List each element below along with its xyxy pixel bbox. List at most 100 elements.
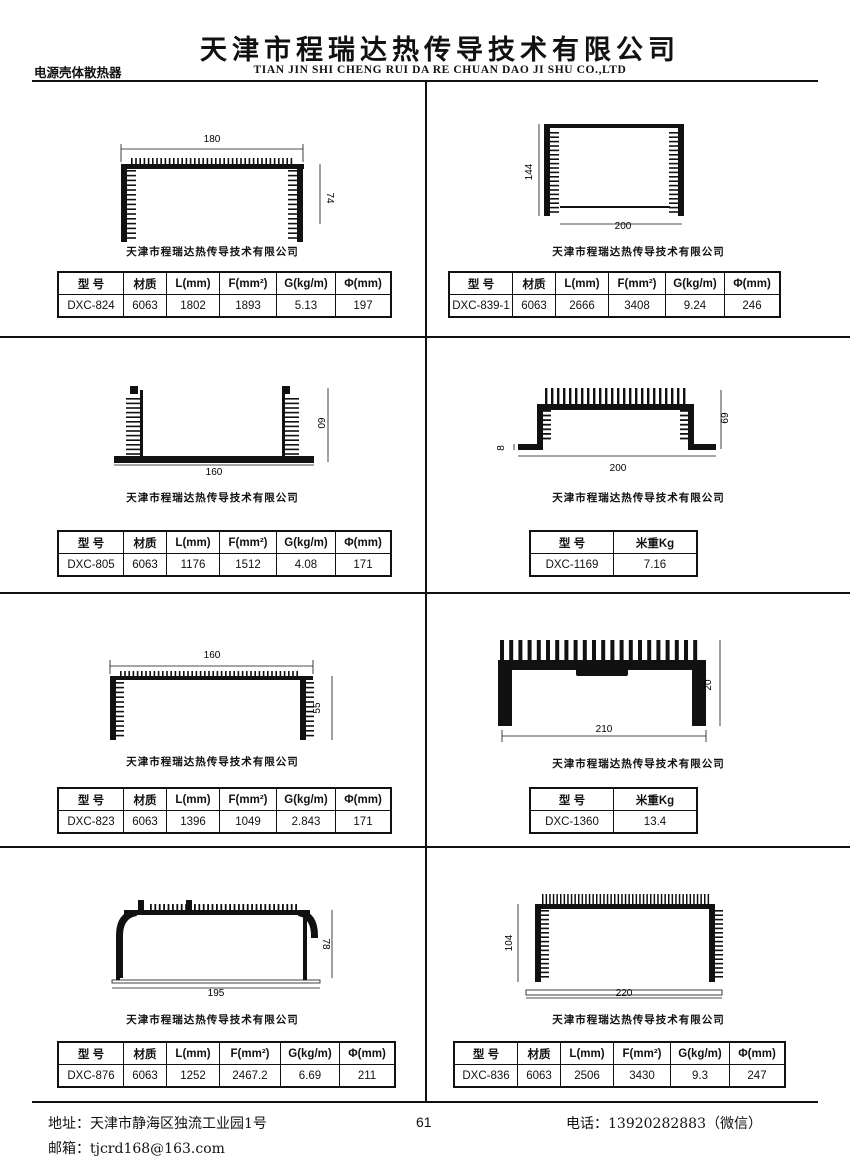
fin <box>282 904 284 912</box>
fin <box>646 894 648 904</box>
fin <box>715 971 723 974</box>
fin <box>288 218 297 220</box>
fin <box>541 918 549 921</box>
fin <box>227 158 230 165</box>
dim-width-label: 200 <box>610 463 627 474</box>
fin <box>306 730 314 732</box>
fin <box>267 671 269 678</box>
fin <box>550 180 559 182</box>
fin <box>546 640 550 660</box>
fin <box>268 904 271 912</box>
dim-width-label: 195 <box>208 988 225 999</box>
fin <box>578 894 580 904</box>
fin <box>677 388 680 404</box>
col-meter-weight: 米重Kg <box>613 530 698 554</box>
fin <box>126 434 140 437</box>
fin <box>126 439 140 441</box>
fin <box>124 671 126 678</box>
col-model: 型 号 <box>448 271 513 295</box>
value-model: DXC-1169 <box>529 553 614 577</box>
fin <box>210 158 213 165</box>
fin <box>570 894 573 904</box>
fin <box>550 149 559 152</box>
fin <box>288 232 297 234</box>
fin <box>136 671 139 678</box>
fin <box>680 433 688 435</box>
dim-height-label: 69 <box>720 412 731 424</box>
fin <box>167 904 170 912</box>
value-diameter: 211 <box>339 1064 396 1088</box>
profile-drawing: 210 20 <box>498 640 721 742</box>
fin <box>601 640 606 660</box>
row-divider-3 <box>0 846 850 848</box>
fin <box>675 894 677 904</box>
value-area: 3408 <box>608 294 666 318</box>
value-length: 1396 <box>166 810 220 834</box>
fin <box>560 894 562 904</box>
fin <box>550 162 559 165</box>
fin <box>715 967 723 969</box>
fin <box>292 671 294 678</box>
fin <box>610 640 615 660</box>
fin <box>541 962 549 965</box>
value-weight: 9.3 <box>670 1064 730 1088</box>
dim-height-label: 20 <box>703 679 714 691</box>
fin <box>550 167 559 169</box>
fin <box>543 419 551 421</box>
fin <box>541 954 549 956</box>
fin <box>550 136 559 138</box>
fin <box>541 971 549 974</box>
fin <box>500 640 504 660</box>
value-length: 2506 <box>560 1064 614 1088</box>
fin <box>241 671 244 678</box>
col-length: L(mm) <box>555 271 609 295</box>
fin <box>177 158 179 165</box>
fin <box>231 158 234 165</box>
fin <box>563 894 566 904</box>
fin <box>252 158 255 165</box>
fin <box>550 158 559 160</box>
fin <box>154 904 157 912</box>
fin <box>682 894 684 904</box>
fin <box>669 145 678 147</box>
col-material: 材质 <box>517 1041 561 1065</box>
fin <box>680 419 688 421</box>
col-diameter: Φ(mm) <box>729 1041 786 1065</box>
fin <box>541 932 549 934</box>
fin <box>715 954 723 956</box>
fin <box>669 211 678 213</box>
fin <box>219 158 221 165</box>
fin <box>285 434 299 437</box>
company-caption: 天津市程瑞达热传导技术有限公司 <box>552 492 725 504</box>
company-caption: 天津市程瑞达热传导技术有限公司 <box>552 758 725 770</box>
fin <box>573 640 578 660</box>
fin <box>172 904 174 912</box>
col-diameter: Φ(mm) <box>339 1041 396 1065</box>
fin <box>116 725 124 727</box>
col-material: 材质 <box>123 1041 167 1065</box>
col-weight: G(kg/m) <box>276 530 336 554</box>
fin <box>168 158 171 165</box>
fin <box>242 904 245 912</box>
fin <box>162 671 164 678</box>
fin <box>617 388 620 404</box>
value-model: DXC-805 <box>57 553 124 577</box>
fin <box>288 671 290 678</box>
fin <box>194 904 196 912</box>
fin <box>306 706 314 708</box>
fin <box>181 158 183 165</box>
fin <box>669 189 678 191</box>
dim-width-label: 200 <box>615 221 632 232</box>
fin <box>585 894 587 904</box>
col-model: 型 号 <box>529 787 614 811</box>
fin <box>191 671 193 678</box>
fin <box>127 184 136 186</box>
fin <box>647 388 650 404</box>
fin <box>680 423 688 426</box>
fin <box>680 428 688 431</box>
fin <box>541 927 549 930</box>
fin <box>195 671 198 678</box>
